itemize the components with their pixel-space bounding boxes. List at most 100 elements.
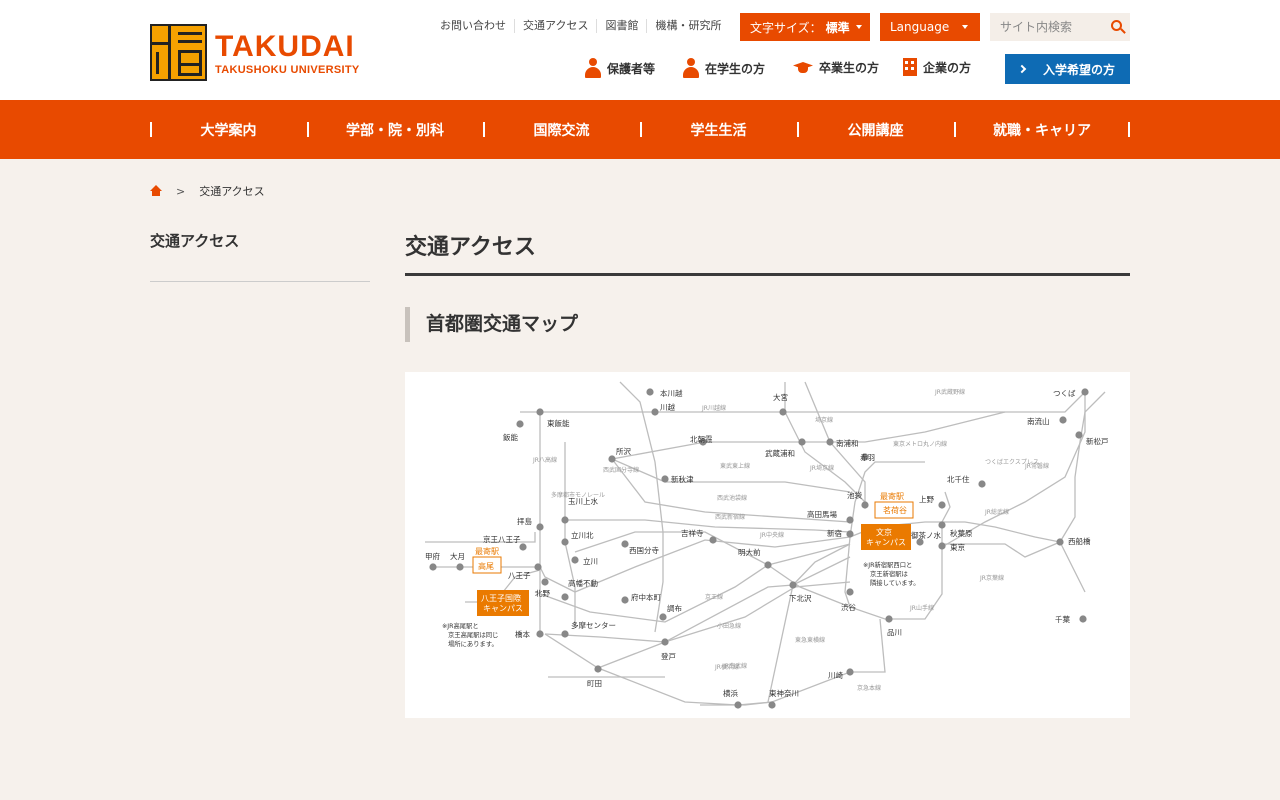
station-dot — [608, 455, 616, 463]
station-dot — [661, 638, 669, 646]
target-link-companies[interactable]: 企業の方 — [903, 58, 971, 76]
station-dot — [861, 453, 869, 461]
gnav-item-international[interactable]: 国際交流 — [483, 100, 640, 159]
utility-links: お問い合わせ 交通アクセス 図書館 機構・研究所 — [440, 19, 729, 33]
line-label: 東京メトロ丸ノ内線 — [893, 440, 947, 448]
station-dot — [536, 408, 544, 416]
site-logo[interactable]: TAKUDAI TAKUSHOKU UNIVERSITY — [150, 24, 360, 81]
station-label: 新秋津 — [671, 474, 694, 484]
breadcrumb-separator: > — [176, 184, 186, 198]
station-dot — [1081, 388, 1089, 396]
station-dot — [561, 630, 569, 638]
line-label: JR総武線 — [984, 508, 1009, 516]
rail-line — [574, 531, 851, 608]
util-link-institutes[interactable]: 機構・研究所 — [646, 19, 729, 33]
map-note: 隣接しています。 — [870, 578, 920, 587]
station-dot — [561, 538, 569, 546]
util-link-library[interactable]: 図書館 — [596, 19, 646, 33]
station-label: 橋本 — [515, 629, 530, 639]
station-label: 西国分寺 — [629, 546, 659, 555]
station-dot — [536, 523, 544, 531]
station-dot — [1056, 538, 1064, 546]
font-size-dropdown[interactable]: 文字サイズ： 標準 — [740, 13, 870, 41]
station-dot — [861, 501, 869, 509]
station-label: 大月 — [450, 551, 465, 561]
station-dot — [789, 581, 797, 589]
station-dot — [846, 668, 854, 676]
map-note: 京王高尾駅は同じ — [448, 630, 498, 639]
campus-label: 最寄駅 — [880, 491, 904, 501]
rail-line — [534, 543, 851, 623]
campus-label: 茗荷谷 — [883, 505, 907, 515]
sidebar-title[interactable]: 交通アクセス — [150, 230, 370, 282]
station-label: 川越 — [660, 402, 675, 412]
station-label: 武蔵浦和 — [765, 448, 795, 458]
station-dot — [779, 408, 787, 416]
gnav-item-career[interactable]: 就職・キャリア — [954, 100, 1130, 159]
line-label: 多摩都市モノレール — [551, 491, 605, 499]
station-dot — [699, 438, 707, 446]
main-content: 交通アクセス 首都圏交通マップ — [405, 225, 1130, 342]
station-label: 赤羽 — [860, 453, 875, 462]
target-link-alumni[interactable]: 卒業生の方 — [792, 58, 879, 76]
site-header: TAKUDAI TAKUSHOKU UNIVERSITY お問い合わせ 交通アク… — [0, 0, 1280, 100]
station-dot — [429, 563, 437, 571]
hachioji-campus-box[interactable] — [477, 590, 529, 616]
rail-line — [544, 581, 851, 643]
station-label: 北朝霞 — [690, 435, 713, 444]
station-dot — [534, 563, 542, 571]
student-icon — [682, 58, 700, 78]
station-dot — [938, 542, 946, 550]
station-label: 大宮 — [773, 392, 788, 402]
line-label: JR常磐線 — [1024, 462, 1049, 470]
line-label: JR八高線 — [532, 456, 557, 464]
search-icon[interactable] — [1111, 20, 1122, 31]
language-label: Language — [890, 20, 950, 34]
prospective-students-button[interactable]: 入学希望の方 — [1005, 54, 1130, 84]
target-link-students[interactable]: 在学生の方 — [682, 58, 765, 78]
campus-label: 八王子国際 — [481, 593, 521, 603]
font-size-value: 標準 — [825, 20, 850, 35]
station-dot — [885, 615, 893, 623]
util-link-contact[interactable]: お問い合わせ — [440, 19, 506, 32]
util-link-access[interactable]: 交通アクセス — [514, 19, 596, 33]
station-dot — [734, 701, 742, 709]
line-label: 京急本線 — [857, 684, 881, 692]
bunkyo-campus-box[interactable] — [861, 524, 911, 550]
sidebar: 交通アクセス — [150, 230, 370, 282]
station-dot — [571, 556, 579, 564]
campus-label: 文京 — [876, 527, 892, 537]
target-label: 在学生の方 — [705, 61, 766, 76]
station-label: 横浜 — [723, 688, 738, 698]
station-label: 御茶ノ水 — [911, 530, 941, 540]
transit-map-graphic: 本川越川越大宮つくば東飯能飯能北朝霞南浦和南流山新松戸所沢武蔵浦和赤羽新秋津北千… — [425, 381, 1109, 709]
station-label: 八王子 — [508, 571, 531, 580]
station-dot — [541, 578, 549, 586]
gnav-item-student-life[interactable]: 学生生活 — [640, 100, 797, 159]
rail-line — [611, 458, 851, 493]
station-dot — [768, 701, 776, 709]
gnav-item-open-lectures[interactable]: 公開講座 — [797, 100, 954, 159]
station-dot — [519, 543, 527, 551]
station-label: 北野 — [535, 589, 550, 598]
home-icon[interactable] — [150, 185, 162, 197]
campus-label: 高尾 — [478, 561, 494, 571]
line-label: 西武新宿線 — [715, 513, 745, 521]
station-label: 新宿 — [827, 528, 842, 538]
station-dot — [621, 540, 629, 548]
gnav-item-faculties[interactable]: 学部・院・別科 — [307, 100, 483, 159]
line-label: JR山手線 — [909, 604, 934, 612]
station-label: 玉川上水 — [568, 496, 598, 506]
map-note: 京王新宿駅は — [870, 569, 908, 578]
line-label: 京王線 — [705, 593, 723, 601]
station-label: 秋葉原 — [950, 528, 973, 538]
search-input[interactable] — [1000, 20, 1100, 34]
gnav-item-about[interactable]: 大学案内 — [150, 100, 307, 159]
target-link-parents[interactable]: 保護者等 — [584, 58, 655, 78]
station-dot — [536, 630, 544, 638]
rail-line — [619, 381, 664, 633]
station-label: 拝島 — [517, 516, 532, 526]
station-dot — [826, 438, 834, 446]
language-dropdown[interactable]: Language — [880, 13, 980, 41]
station-label: 高田馬場 — [807, 509, 837, 519]
